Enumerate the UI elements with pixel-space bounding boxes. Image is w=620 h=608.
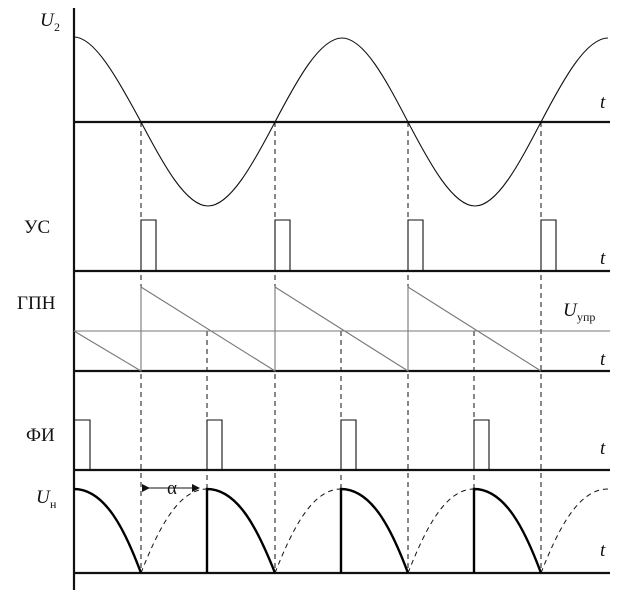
un-load-voltage-wave	[73, 487, 543, 574]
gpn-sawtooth-wave	[73, 286, 542, 372]
t-label-fi: t	[600, 438, 606, 459]
gpn-label: ГПН	[17, 293, 56, 314]
fi-firing-pulses	[74, 419, 490, 470]
t-label-un: t	[600, 540, 606, 561]
u2-sine-wave	[73, 36, 609, 207]
u2-label-subscript: 2	[54, 20, 60, 34]
un-label: U	[36, 487, 51, 508]
un-blocked-half-wave-dashed	[140, 488, 609, 574]
us-label: УС	[24, 217, 50, 238]
fi-label: ФИ	[26, 425, 55, 446]
us-sync-pulses	[140, 219, 557, 271]
un-label-subscript: н	[50, 497, 57, 511]
t-label-us: t	[600, 248, 606, 269]
u-upr-label-subscript: упр	[577, 310, 595, 324]
u2-label: U	[40, 10, 55, 31]
alpha-label: α	[167, 478, 177, 499]
u-upr-label: U	[563, 300, 578, 321]
t-label-gpn: t	[600, 349, 606, 370]
t-label-u2: t	[600, 92, 606, 113]
